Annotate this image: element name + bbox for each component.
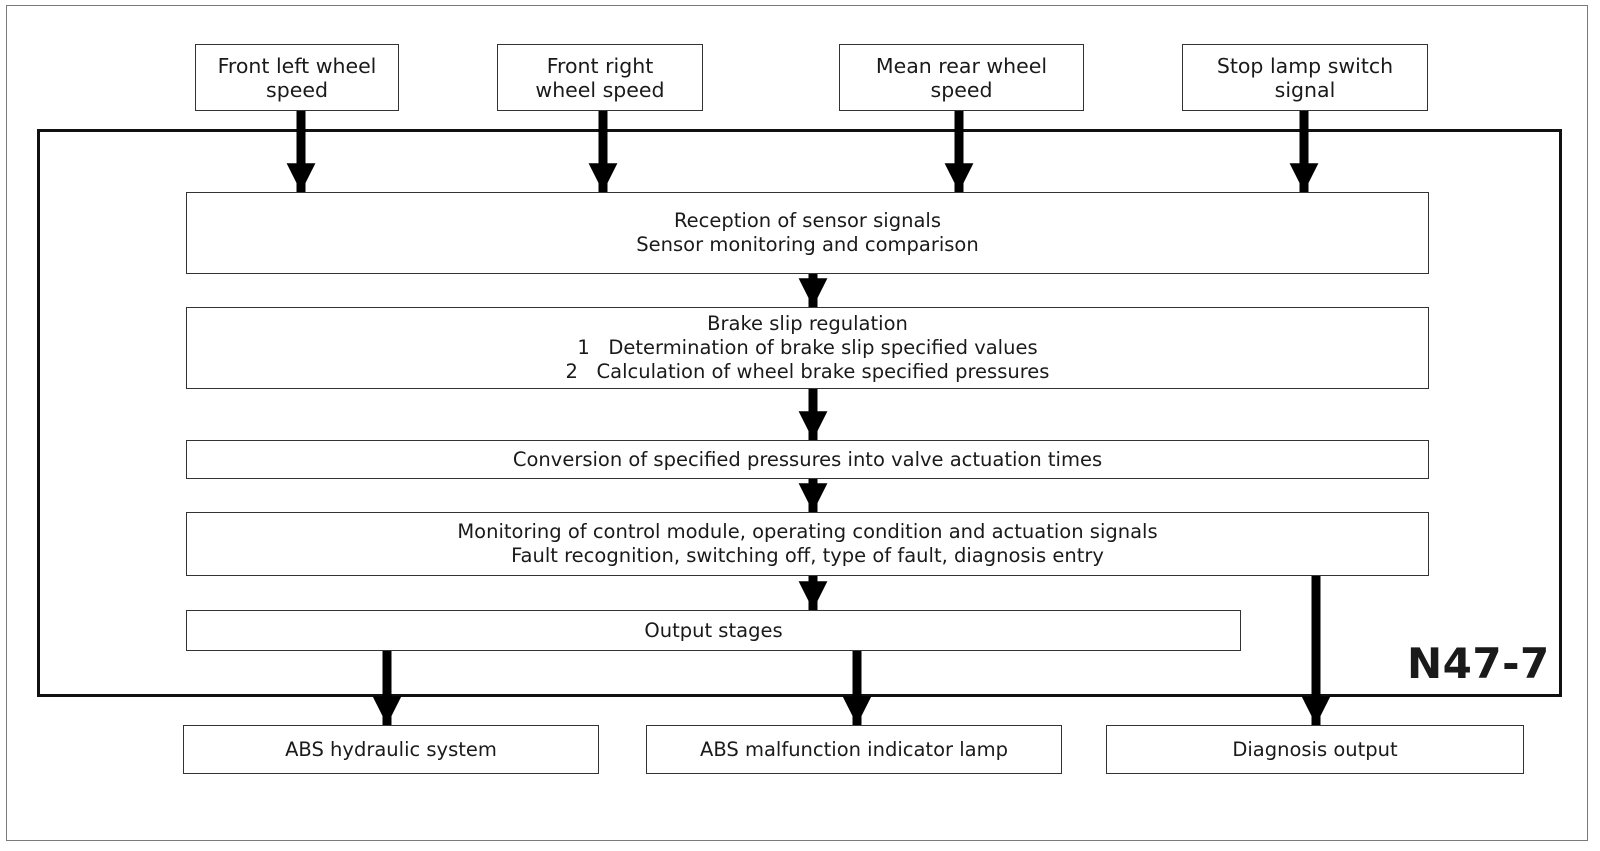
input-label-line1: Mean rear wheel [875, 53, 1048, 78]
stage-text-line2: Fault recognition, switching off, type o… [511, 544, 1104, 567]
output-label: Diagnosis output [1232, 737, 1398, 761]
input-front-left-wheel-speed: Front left wheel speed [195, 44, 399, 111]
input-label-line2: speed [266, 77, 328, 102]
stage-text-line1: Monitoring of control module, operating … [457, 520, 1158, 543]
stage-text-line1: Reception of sensor signals [674, 209, 941, 232]
stage-text-line1: Brake slip regulation [707, 312, 908, 335]
input-mean-rear-wheel-speed: Mean rear wheel speed [839, 44, 1084, 111]
output-diagnosis: Diagnosis output [1106, 725, 1524, 774]
stage-output-stages: Output stages [186, 610, 1241, 651]
control-module-boundary [37, 129, 1562, 697]
input-label-line1: Front left wheel [217, 53, 377, 78]
stage-text-line2: 1 Determination of brake slip specified … [577, 336, 1038, 359]
input-label-line2: signal [1274, 77, 1336, 102]
stage-conversion-to-valve-times: Conversion of specified pressures into v… [186, 440, 1429, 479]
stage-text-line2: Sensor monitoring and comparison [636, 233, 979, 256]
stage-text-line3: 2 Calculation of wheel brake specified p… [565, 360, 1050, 383]
output-label: ABS malfunction indicator lamp [700, 737, 1008, 761]
input-label-line2: wheel speed [535, 77, 665, 102]
stage-text-line1: Output stages [644, 618, 783, 642]
input-front-right-wheel-speed: Front right wheel speed [497, 44, 703, 111]
stage-brake-slip-regulation: Brake slip regulation 1 Determination of… [186, 307, 1429, 389]
output-abs-malfunction-indicator-lamp: ABS malfunction indicator lamp [646, 725, 1062, 774]
input-label-line1: Stop lamp switch [1216, 53, 1394, 78]
input-label-line2: speed [930, 77, 993, 102]
module-label: N47-7 [1407, 639, 1550, 688]
input-label-line1: Front right [546, 53, 654, 78]
outer-frame [6, 5, 1588, 841]
stage-text-line1: Conversion of specified pressures into v… [512, 447, 1103, 471]
input-stop-lamp-switch-signal: Stop lamp switch signal [1182, 44, 1428, 111]
output-label: ABS hydraulic system [285, 737, 497, 761]
stage-reception-of-sensor-signals: Reception of sensor signals Sensor monit… [186, 192, 1429, 274]
stage-monitoring-and-fault-recognition: Monitoring of control module, operating … [186, 512, 1429, 576]
output-abs-hydraulic-system: ABS hydraulic system [183, 725, 599, 774]
